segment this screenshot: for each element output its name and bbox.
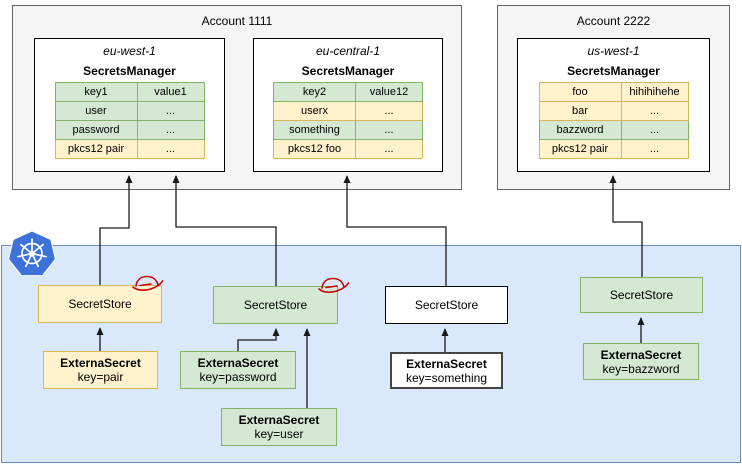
table-row: pkcs12 pair ... bbox=[54, 139, 205, 159]
secretstore-label: SecretStore bbox=[243, 298, 308, 312]
value-cell: ... bbox=[136, 139, 205, 159]
table-row: userx ... bbox=[273, 101, 423, 121]
externalsecret-title: ExternaSecret bbox=[197, 356, 279, 370]
secretstore-node-3: SecretStore bbox=[385, 286, 508, 324]
secrets-table: key2 value12 userx ... something ... pkc… bbox=[273, 82, 423, 159]
secretstore-node-4: SecretStore bbox=[580, 277, 703, 313]
externalsecret-key: key=pair bbox=[77, 370, 124, 384]
key-cell: password bbox=[54, 120, 138, 140]
table-row: key2 value12 bbox=[273, 82, 423, 102]
key-cell: something bbox=[273, 120, 356, 140]
region-name: eu-west-1 bbox=[103, 44, 156, 58]
secretstore-node-1: SecretStore bbox=[38, 285, 162, 323]
service-title: SecretsManager bbox=[83, 64, 176, 78]
externalsecret-key: key=something bbox=[405, 370, 488, 385]
value-cell: ... bbox=[136, 120, 205, 140]
table-row: something ... bbox=[273, 120, 423, 140]
secretstore-node-2: SecretStore bbox=[213, 286, 338, 324]
externalsecret-node-bazzword: ExternaSecret key=bazzword bbox=[583, 343, 699, 380]
account-title: Account 1111 bbox=[201, 14, 273, 28]
externalsecret-title: ExternaSecret bbox=[600, 347, 682, 362]
externalsecret-key: key=user bbox=[254, 427, 304, 441]
secrets-table: key1 value1 user ... password ... pkcs12… bbox=[54, 82, 205, 159]
value-cell: ... bbox=[620, 120, 689, 140]
table-row: bar ... bbox=[538, 101, 689, 121]
key-cell: key1 bbox=[54, 82, 138, 102]
key-cell: pkcs12 pair bbox=[54, 139, 138, 159]
key-cell: key2 bbox=[273, 82, 356, 102]
value-cell: ... bbox=[355, 101, 423, 121]
externalsecret-title: ExternaSecret bbox=[238, 413, 320, 427]
redhat-icon bbox=[318, 277, 350, 293]
key-cell: bar bbox=[538, 101, 622, 121]
table-row: pkcs12 pair ... bbox=[538, 139, 689, 159]
region-box-eu-west-1: eu-west-1 SecretsManager key1 value1 use… bbox=[34, 38, 225, 172]
value-cell: ... bbox=[620, 139, 689, 159]
value-cell: ... bbox=[355, 120, 423, 140]
externalsecret-title: ExternaSecret bbox=[406, 356, 487, 371]
redhat-icon bbox=[132, 275, 164, 291]
secretstore-label: SecretStore bbox=[609, 288, 674, 302]
account-title: Account 2222 bbox=[576, 14, 651, 28]
key-cell: userx bbox=[273, 101, 356, 121]
region-name: eu-central-1 bbox=[315, 44, 381, 58]
table-row: pkcs12 foo ... bbox=[273, 139, 423, 159]
region-box-eu-central-1: eu-central-1 SecretsManager key2 value12… bbox=[253, 38, 443, 172]
externalsecret-node-password: ExternaSecret key=password bbox=[180, 351, 296, 389]
key-cell: pkcs12 foo bbox=[273, 139, 356, 159]
externalsecret-key: key=bazzword bbox=[602, 361, 680, 376]
table-row: foo hihihihehe bbox=[538, 82, 689, 102]
key-cell: user bbox=[54, 101, 138, 121]
region-box-us-west-1: us-west-1 SecretsManager foo hihihihehe … bbox=[517, 38, 710, 172]
value-cell: hihihihehe bbox=[620, 82, 689, 102]
value-cell: value1 bbox=[136, 82, 205, 102]
table-row: key1 value1 bbox=[54, 82, 205, 102]
value-cell: ... bbox=[355, 139, 423, 159]
value-cell: value12 bbox=[355, 82, 423, 102]
key-cell: pkcs12 pair bbox=[538, 139, 622, 159]
externalsecret-key: key=password bbox=[199, 370, 277, 384]
key-cell: bazzword bbox=[538, 120, 622, 140]
value-cell: ... bbox=[136, 101, 205, 121]
secretstore-label: SecretStore bbox=[68, 297, 132, 311]
key-cell: foo bbox=[538, 82, 622, 102]
table-row: bazzword ... bbox=[538, 120, 689, 140]
externalsecret-node-user: ExternaSecret key=user bbox=[221, 408, 337, 446]
externalsecret-title: ExternaSecret bbox=[60, 356, 141, 370]
region-name: us-west-1 bbox=[587, 44, 640, 58]
table-row: password ... bbox=[54, 120, 205, 140]
table-row: user ... bbox=[54, 101, 205, 121]
secretstore-label: SecretStore bbox=[414, 298, 479, 312]
secrets-table: foo hihihihehe bar ... bazzword ... pkcs… bbox=[538, 82, 689, 159]
kubernetes-logo-icon bbox=[8, 231, 56, 277]
externalsecret-node-pair: ExternaSecret key=pair bbox=[43, 351, 158, 389]
service-title: SecretsManager bbox=[567, 64, 660, 78]
service-title: SecretsManager bbox=[301, 64, 395, 78]
value-cell: ... bbox=[620, 101, 689, 121]
externalsecret-node-something: ExternaSecret key=something bbox=[390, 352, 503, 389]
